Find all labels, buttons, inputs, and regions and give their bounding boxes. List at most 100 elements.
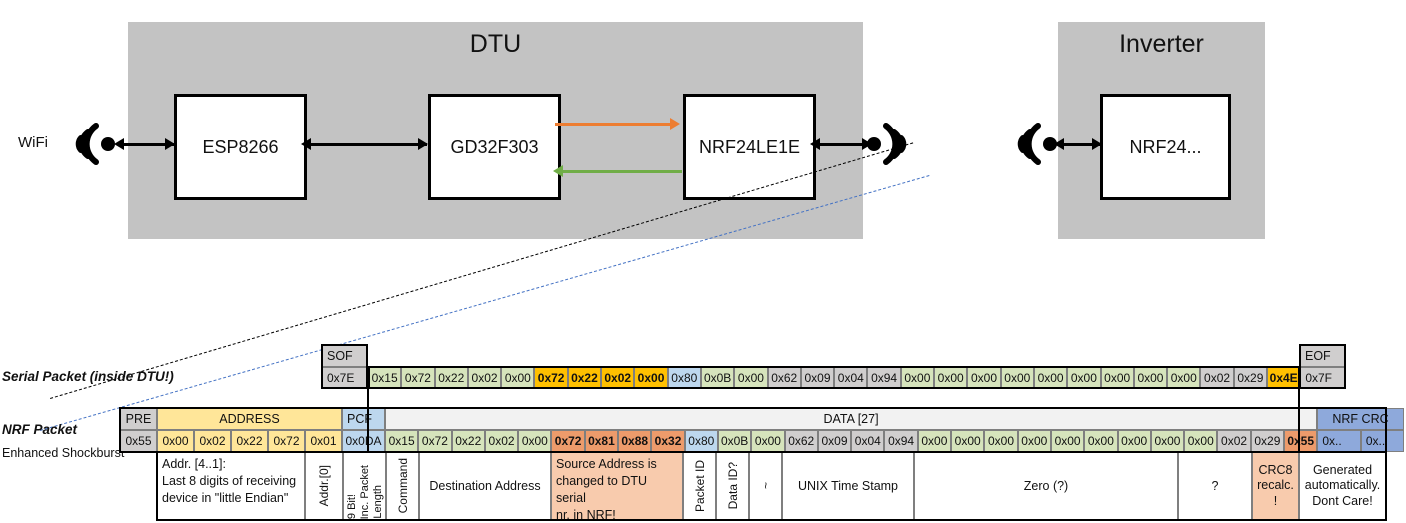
nrf-byte-9: 0x80 [684, 430, 718, 452]
desc-address-line1: Addr. [4..1]: [162, 457, 226, 471]
serial-byte-21: 0x00 [1067, 367, 1101, 389]
nrf-byte-0: 0x15 [385, 430, 419, 452]
nrf-byte-2: 0x22 [451, 430, 485, 452]
nrf-byte-21: 0x00 [1084, 430, 1118, 452]
serial-byte-19: 0x00 [1000, 367, 1034, 389]
serial-byte-11: 0x00 [734, 367, 768, 389]
nrf-pre-value: 0x55 [120, 430, 157, 452]
wifi-label: WiFi [18, 134, 48, 151]
wifi-to-esp-line [118, 143, 174, 146]
nrf-pcf-value: 0x0DA [342, 430, 385, 452]
desc-pcf-line2: Inc. Packet [358, 464, 371, 519]
desc-crc-note-line2: automatically. [1304, 478, 1381, 493]
nrf-byte-11: 0x00 [751, 430, 785, 452]
serial-byte-6: 0x22 [567, 367, 602, 389]
desc-crc8-line1: CRC8 [1258, 462, 1293, 477]
serial-byte-13: 0x09 [800, 367, 835, 389]
nrf-crc-byte-1: 0x.. [1360, 430, 1405, 452]
nrf-byte-12: 0x62 [784, 430, 818, 452]
desc-pcf-line1: 9 Bit! [345, 493, 358, 519]
desc-address: Addr. [4..1]: Last 8 digits of receiving… [157, 452, 305, 520]
nrf-byte-13: 0x09 [817, 430, 852, 452]
radio-antenna-icon-dtu [867, 123, 907, 165]
desc-pcf: 9 Bit! Inc. Packet Length [343, 452, 386, 520]
desc-addr0: Addr.[0] [305, 452, 343, 520]
nrf-byte-25: 0x02 [1217, 430, 1251, 452]
packet-tables: Serial Packet (inside DTU!) SOF EOF 0x7E… [0, 340, 1406, 523]
desc-tilde: ~ [749, 452, 782, 520]
nrf-packet-subtitle: Enhanced Shockburst [2, 446, 125, 460]
serial-byte-2: 0x22 [434, 367, 468, 389]
serial-byte-10: 0x0B [700, 367, 735, 389]
serial-eof-header-row: EOF [1300, 345, 1346, 367]
serial-header-row: SOF [322, 345, 368, 367]
nrf-address-byte-0: 0x00 [157, 430, 194, 452]
esp-gd-arrowhead-right [418, 138, 428, 150]
antenna-to-nrf24-line [1058, 143, 1100, 146]
desc-source-line1: Source Address is [556, 457, 657, 471]
chip-esp8266: ESP8266 [174, 94, 307, 200]
gd-to-nrf-orange-arrowhead [670, 118, 680, 130]
nrf-to-antenna-arrowhead-left [810, 138, 820, 150]
nrf-to-gd-green-arrowhead [553, 165, 563, 177]
wifi-to-esp-arrowhead-left [114, 138, 124, 150]
serial-byte-26: 0x29 [1233, 367, 1268, 389]
nrf-byte-3: 0x02 [484, 430, 519, 452]
serial-byte-24: 0x00 [1167, 367, 1201, 389]
nrf-byte-24: 0x00 [1184, 430, 1218, 452]
gd-to-nrf-orange-line [555, 123, 673, 126]
nrf-byte-22: 0x00 [1117, 430, 1151, 452]
block-diagram: DTU Inverter WiFi ESP8266 GD32F303 NRF24… [18, 22, 1265, 431]
nrf-to-antenna-line [814, 143, 870, 146]
serial-byte-9: 0x80 [667, 367, 701, 389]
desc-crc8-line3: ! [1273, 493, 1278, 508]
nrf-crc-byte-0: 0x.. [1317, 430, 1361, 452]
wifi-to-esp-arrowhead-right [165, 138, 175, 150]
serial-byte-12: 0x62 [767, 367, 801, 389]
serial-byte-15: 0x94 [867, 367, 901, 389]
desc-question: ? [1178, 452, 1252, 520]
desc-zero: Zero (?) [914, 452, 1178, 520]
desc-crc-note: Generated automatically. Dont Care! [1299, 452, 1386, 520]
esp-gd-line [305, 143, 427, 146]
desc-packet-id: Packet ID [683, 452, 716, 520]
chip-nrf24-label: NRF24... [1129, 136, 1202, 157]
serial-byte-22: 0x00 [1100, 367, 1134, 389]
desc-crc8-line2: recalc. [1257, 478, 1294, 493]
nrf-byte-8: 0x32 [651, 430, 685, 452]
chip-nrf24: NRF24... [1100, 94, 1231, 200]
radio-antenna-icon-inverter [1017, 123, 1057, 165]
desc-source-line3: nr. in NRF! [556, 507, 616, 520]
chip-nrf24le1e: NRF24LE1E [683, 94, 816, 200]
desc-data-id: Data ID? [716, 452, 749, 520]
nrf-pcf-header: PCF [342, 408, 385, 430]
nrf-to-gd-green-line [560, 170, 682, 173]
nrf-byte-23: 0x00 [1150, 430, 1185, 452]
nrf-address-byte-3: 0x72 [268, 430, 305, 452]
desc-command: Command [386, 452, 419, 520]
serial-byte-25: 0x02 [1200, 367, 1234, 389]
serial-byte-23: 0x00 [1133, 367, 1168, 389]
chip-gd32f303: GD32F303 [428, 94, 561, 200]
serial-eof-value: 0x7F [1300, 367, 1347, 389]
desc-destination: Destination Address [419, 452, 551, 520]
serial-eof-header: EOF [1300, 345, 1346, 367]
nrf-crc-header: NRF CRC [1317, 408, 1404, 430]
nrf-byte-1: 0x72 [418, 430, 452, 452]
nrf-byte-5: 0x72 [551, 430, 585, 452]
desc-crc-note-line1: Generated [1312, 462, 1373, 477]
desc-pcf-line3: Length [371, 485, 384, 519]
nrf-byte-10: 0x0B [717, 430, 752, 452]
antenna-to-nrf24-arrowhead-right [1092, 138, 1102, 150]
nrf-byte-17: 0x00 [951, 430, 985, 452]
nrf-byte-18: 0x00 [984, 430, 1018, 452]
serial-byte-18: 0x00 [967, 367, 1001, 389]
desc-address-line3: device in "little Endian" [162, 490, 289, 505]
chip-nrf24le1e-label: NRF24LE1E [698, 136, 801, 157]
chip-esp8266-label: ESP8266 [202, 136, 279, 157]
antenna-to-nrf24-arrowhead-left [1054, 138, 1064, 150]
